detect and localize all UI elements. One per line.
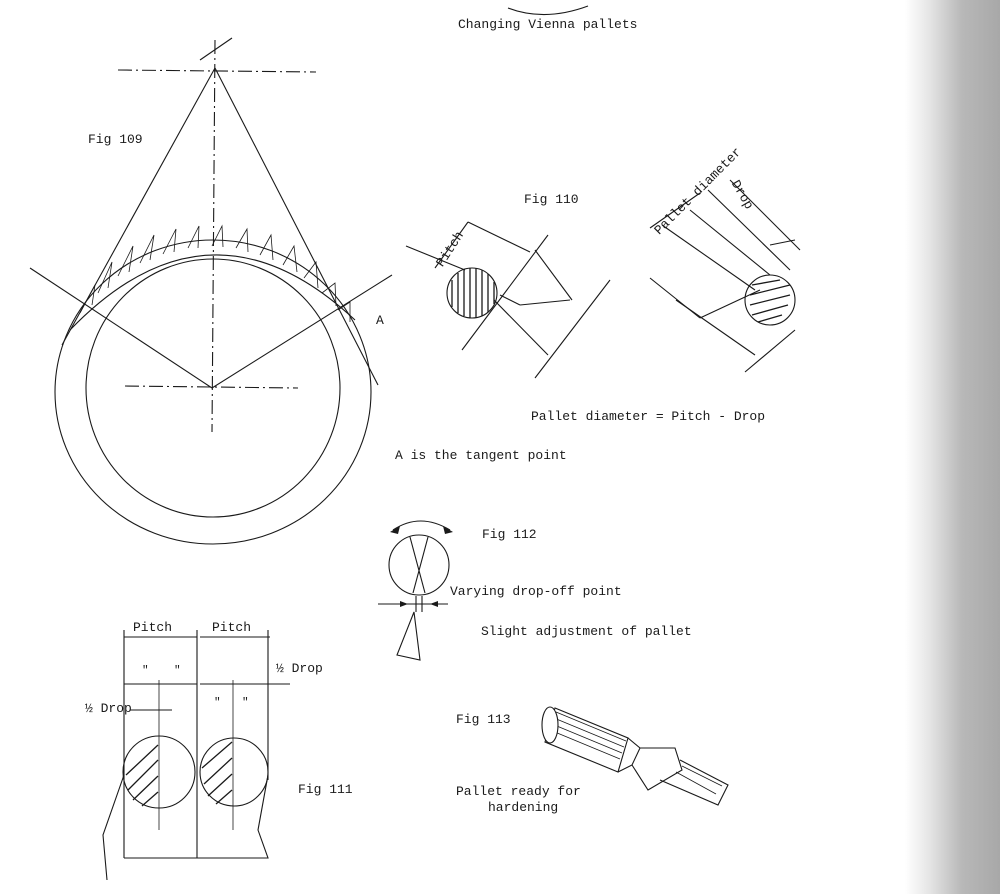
pitch-dim-line <box>434 221 469 269</box>
radius-right <box>211 274 393 389</box>
half-drop-left-label: ½ Drop <box>85 701 132 716</box>
drop-ext-1 <box>707 189 791 271</box>
pallet-circle <box>446 267 498 319</box>
tangent-right <box>214 67 379 386</box>
pitch-right-label: Pitch <box>212 620 252 635</box>
teeth <box>79 224 351 322</box>
hatch-111-right <box>201 741 233 805</box>
pallet-body-stripes <box>549 711 627 760</box>
fig112-drawing <box>378 520 453 661</box>
center-horizontal <box>124 385 299 389</box>
tangent-left <box>61 67 216 346</box>
pallet-formula: Pallet diameter = Pitch - Drop <box>531 409 766 424</box>
hatch-111-left <box>125 744 159 807</box>
drop-dim <box>769 239 796 246</box>
fig113-label: Fig 113 <box>456 712 511 727</box>
page-edge-shadow <box>905 0 1000 894</box>
ditto-mark-4: " <box>242 697 249 709</box>
fig113-caption-line2: hardening <box>488 800 559 815</box>
fig109-drawing <box>29 37 393 545</box>
radius-left <box>29 267 213 389</box>
rotation-arrowhead-right <box>443 526 453 534</box>
fig112-label: Fig 112 <box>482 527 537 542</box>
tooth-2 <box>534 249 573 301</box>
tooth-3 <box>519 299 571 306</box>
center-vertical <box>211 39 216 433</box>
drop-arrow-right <box>430 601 438 607</box>
fig111-drawing <box>102 630 290 881</box>
fig110-right-drawing <box>649 179 801 373</box>
drop-arrow-left <box>400 601 408 607</box>
rotation-arrowhead-left <box>390 526 400 534</box>
fig113-caption-line1: Pallet ready for <box>456 784 581 799</box>
ditto-mark-1: " <box>142 665 149 677</box>
pitch-ext-lower <box>405 245 466 271</box>
ditto-mark-3: " <box>214 697 221 709</box>
tooth-band-arc <box>69 254 356 331</box>
pallet-line-a <box>409 536 426 594</box>
pallet-end <box>541 706 559 744</box>
fig110-left-drawing <box>405 221 611 379</box>
pallet-tip-stripes <box>675 765 723 795</box>
pd-ext-2 <box>689 209 771 276</box>
half-drop-right-label: ½ Drop <box>276 661 323 676</box>
pallet-111-right <box>199 737 269 807</box>
header-caption: Changing Vienna pallets <box>458 17 638 32</box>
pallet-111-left <box>122 735 196 809</box>
point-a-label: A <box>376 313 384 328</box>
pd-dim <box>649 192 701 229</box>
tooth-r <box>699 289 761 319</box>
pallet-collar <box>631 747 683 791</box>
drop-ext-2 <box>729 179 801 251</box>
base-line <box>649 277 701 319</box>
fig111-label: Fig 111 <box>298 782 353 797</box>
drop-off-label: Varying drop-off point <box>450 584 622 599</box>
pallet-neck <box>617 737 641 773</box>
tooth-4 <box>499 294 521 306</box>
pallet-hatch-right <box>749 279 791 323</box>
ditto-mark-2: " <box>174 665 181 677</box>
adjustment-label: Slight adjustment of pallet <box>481 624 692 639</box>
pallet-line-b <box>412 536 429 594</box>
pd-ext-1 <box>661 224 756 291</box>
fig109-label: Fig 109 <box>88 132 143 147</box>
top-arc-fragment <box>507 5 589 16</box>
tangent-note: A is the tangent point <box>395 448 567 463</box>
tooth-112 <box>396 611 421 661</box>
pitch-ext-upper <box>467 221 531 253</box>
fig113-drawing <box>541 706 729 806</box>
pallet-tip <box>659 759 729 806</box>
wheel-line-2 <box>534 279 611 379</box>
apex-axis <box>199 37 233 61</box>
rotation-arrow-arc <box>392 520 451 531</box>
pallet-hatch <box>451 268 495 318</box>
tooth-1 <box>493 299 549 356</box>
pitch-left-label: Pitch <box>133 620 173 635</box>
tooth-111-right <box>197 774 269 859</box>
wheel-line-1 <box>461 234 549 351</box>
fig110-label: Fig 110 <box>524 192 579 207</box>
pallet-circle-112 <box>388 534 450 596</box>
tooth-111-left <box>102 774 125 881</box>
wheel-line-r2 <box>744 329 796 373</box>
